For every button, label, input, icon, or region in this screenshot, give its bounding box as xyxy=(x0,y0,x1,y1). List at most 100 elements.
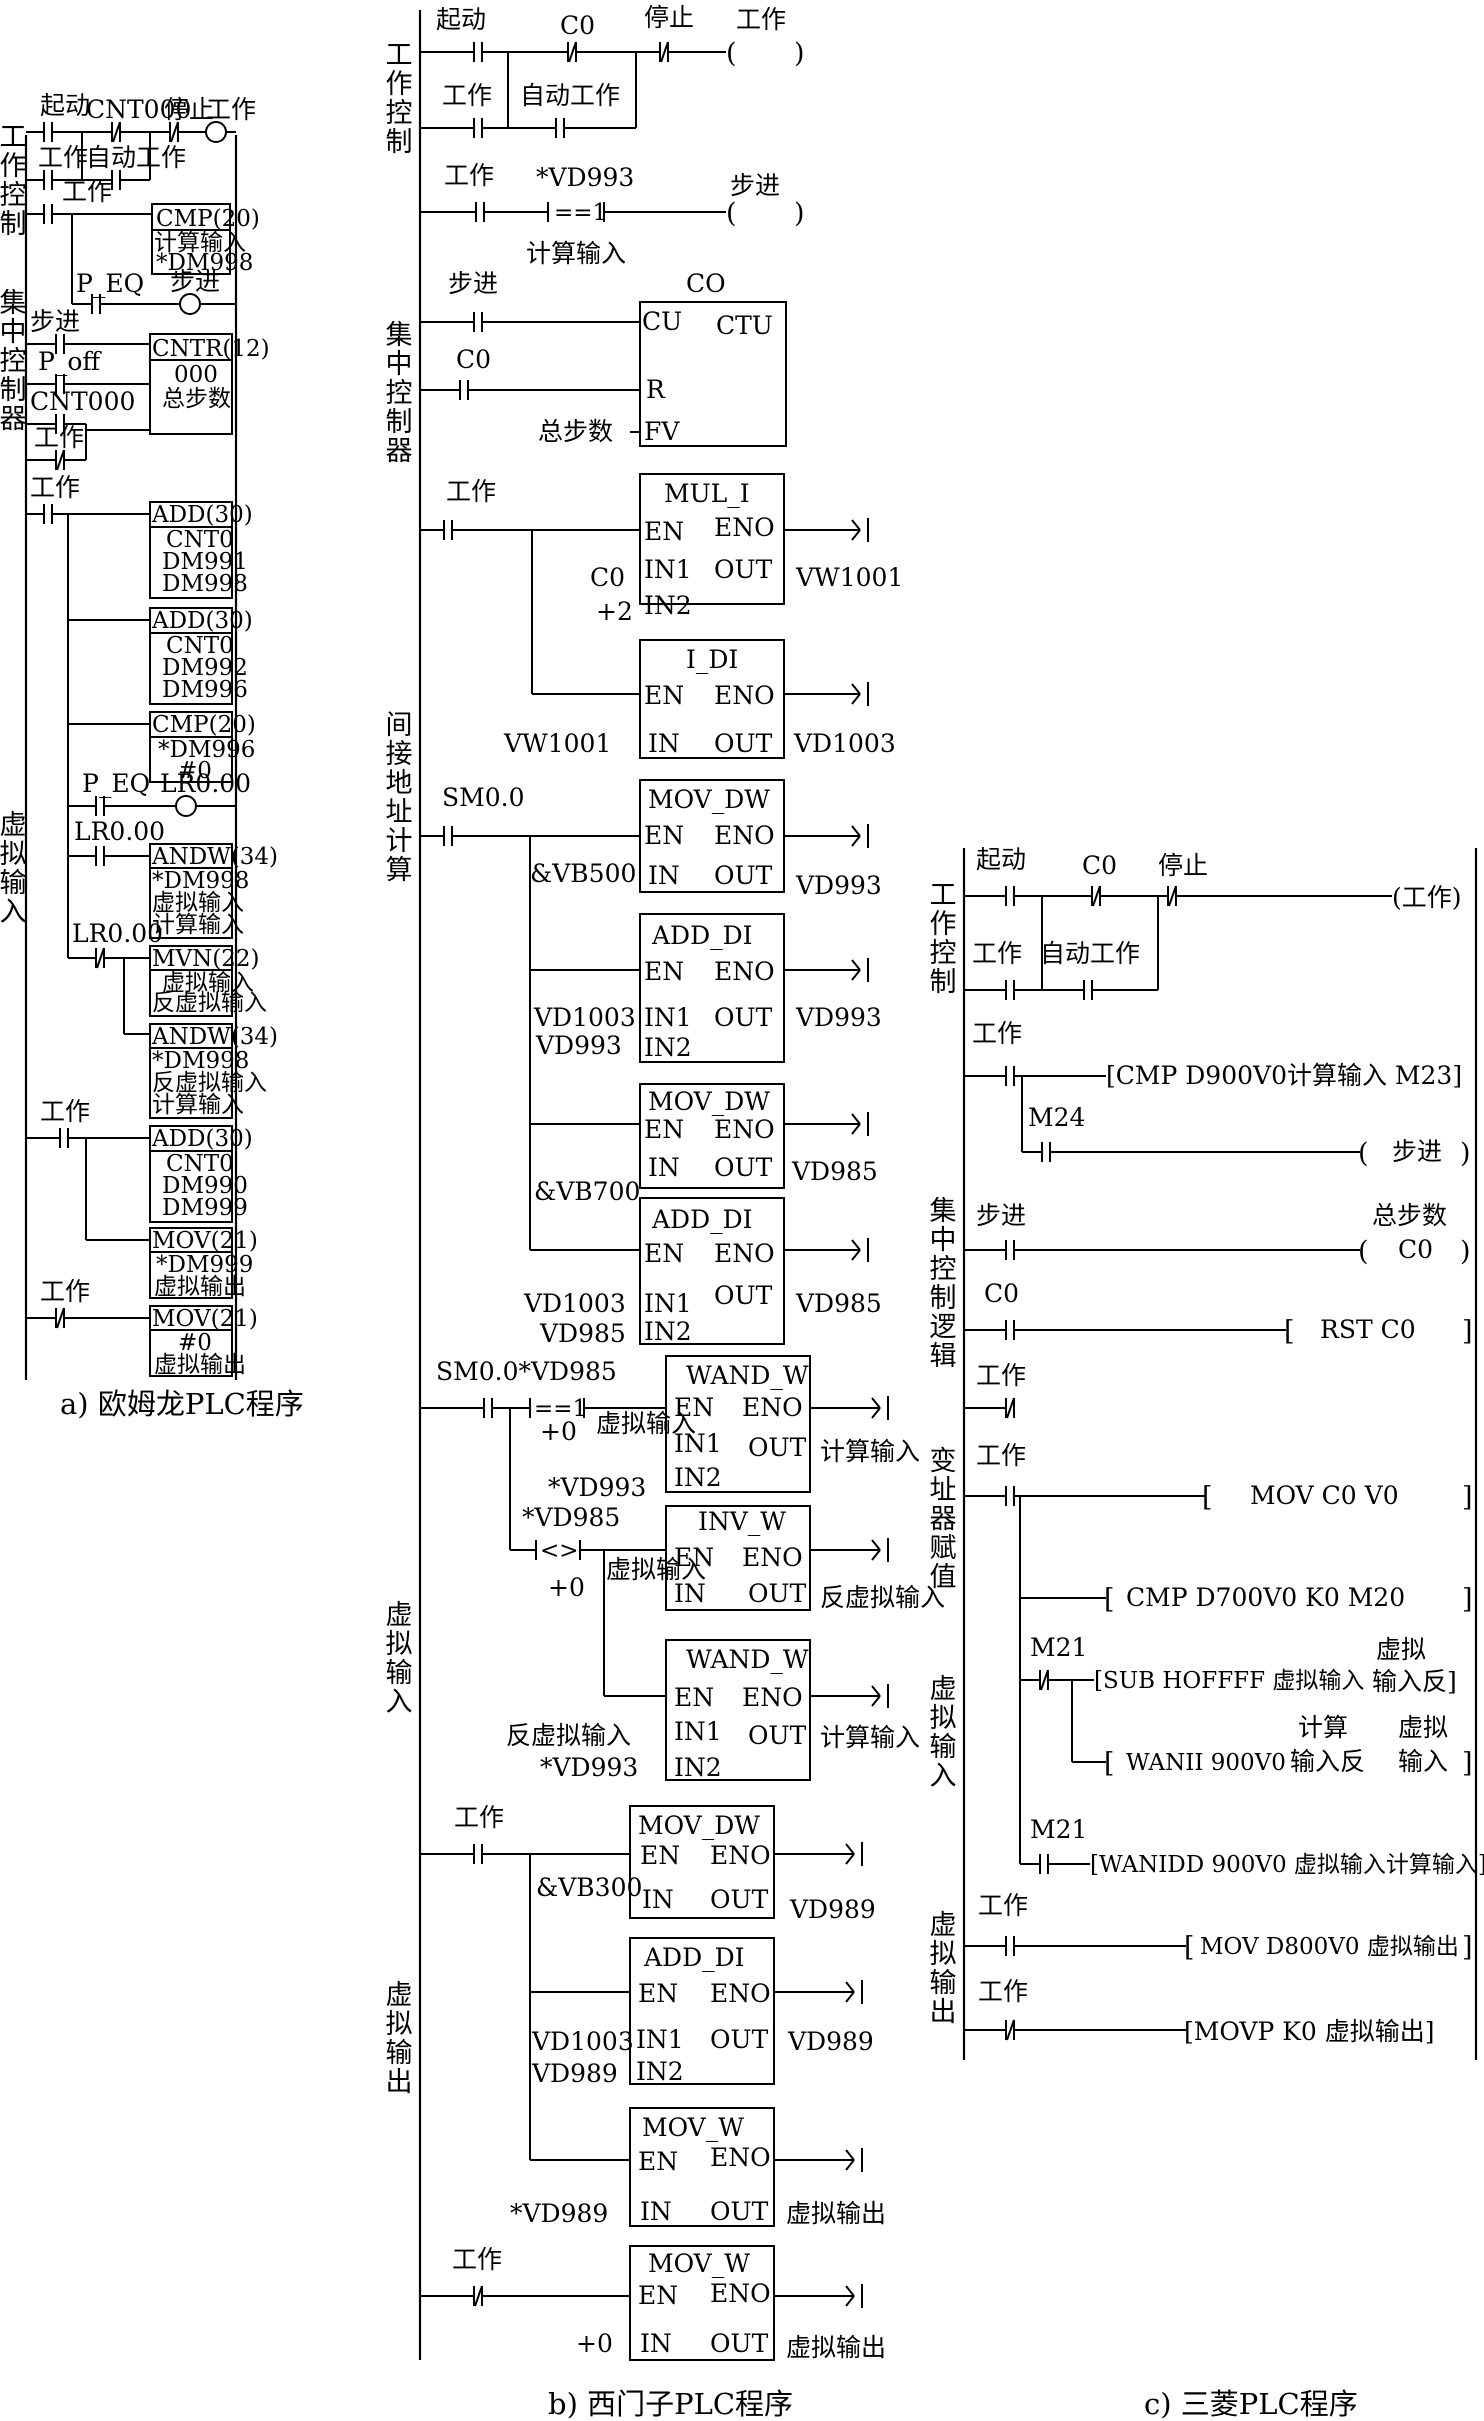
siemens-label-vb500: &VB500 xyxy=(530,859,636,888)
siemens-label-calc-input: 计算输入 xyxy=(526,239,626,268)
siemens-block-add-di3 xyxy=(629,1937,775,2085)
omron-label-start: 起动 xyxy=(40,91,90,120)
mitsubishi-label-work2: 工作 xyxy=(972,1019,1022,1048)
mitsubishi-sub-out1: 虚拟 xyxy=(1376,1635,1426,1664)
siemens-block-i-di xyxy=(639,639,785,759)
omron-block-mov2 xyxy=(149,1305,233,1377)
siemens-add-di2-title: ADD_DI xyxy=(651,1205,753,1234)
siemens-add-di1-in1: IN1 xyxy=(644,1003,692,1032)
omron-block-andw2 xyxy=(149,1023,233,1119)
omron-label-work4: 工作 xyxy=(30,473,80,502)
siemens-label-vb700: &VB700 xyxy=(534,1177,640,1206)
siemens-add-di2-in2: IN2 xyxy=(644,1317,692,1346)
siemens-label-vout-2: 虚拟输出 xyxy=(786,2333,886,2362)
siemens-add-di1-title: ADD_DI xyxy=(651,921,753,950)
siemens-label-plus0b: +0 xyxy=(548,1573,585,1602)
siemens-wand-w1-in1: IN1 xyxy=(674,1429,722,1458)
omron-andw2-op2: 反虚拟输入 xyxy=(152,1070,267,1096)
siemens-label-plus2: +2 xyxy=(596,597,633,626)
siemens-label-c0-reset: C0 xyxy=(456,345,491,374)
siemens-add-di2-in1: IN1 xyxy=(644,1289,692,1318)
omron-cmp2-op2: #0 xyxy=(178,758,212,784)
mitsubishi-wanii-a2: 输入反 xyxy=(1290,1747,1365,1776)
siemens-wand-w1-title: WAND_W xyxy=(686,1361,809,1390)
mitsubishi-instr-cmp2: CMP D700V0 K0 M20 xyxy=(1126,1583,1405,1612)
siemens-add-di1-out: OUT xyxy=(714,1003,773,1032)
omron-mov1-title: MOV(21) xyxy=(152,1228,258,1254)
mitsubishi-label-c0: C0 xyxy=(1082,851,1117,880)
mitsubishi-label-m24: M24 xyxy=(1028,1103,1085,1132)
caption-siemens: b) 西门子PLC程序 xyxy=(548,2387,793,2421)
siemens-label-auto-work: 自动工作 xyxy=(520,81,620,110)
siemens-mul-i-out: OUT xyxy=(714,555,773,584)
siemens-ctu-pin-fv: FV xyxy=(644,417,680,446)
siemens-label-calc-input-out2: 计算输入 xyxy=(820,1723,920,1752)
siemens-label-work4: 工作 xyxy=(454,1803,504,1832)
siemens-ctu-pin-r: R xyxy=(646,375,666,404)
omron-add3-op1: CNT0 xyxy=(166,1151,234,1177)
omron-add2-op2: DM992 xyxy=(162,655,248,681)
omron-label-step-coil: 步进 xyxy=(170,267,220,296)
mitsubishi-instr-movp: [MOVP K0 虚拟输出] xyxy=(1184,2017,1435,2046)
siemens-label-vd989-out1: VD989 xyxy=(789,1895,876,1924)
siemens-label-work3: 工作 xyxy=(446,477,496,506)
omron-block-mvn xyxy=(149,945,233,1017)
siemens-wand-w2-in2: IN2 xyxy=(674,1753,722,1782)
mitsubishi-wanii-open: [ xyxy=(1104,1748,1115,1779)
siemens-label-vw1001: VW1001 xyxy=(795,563,903,592)
omron-rung-virtual-output: 工作 ADD(30) CNT0 DM990 DM999 MOV(21) *DM9… xyxy=(26,1097,258,1300)
siemens-rung-counter: 步进 C0 总步数 CO CU CTU R FV xyxy=(420,269,787,447)
siemens-label-inv-vin-in: 反虚拟输入 xyxy=(506,1721,631,1750)
omron-label-stop: 停止 xyxy=(164,95,214,124)
mitsubishi-label-auto-work: 自动工作 xyxy=(1040,939,1140,968)
siemens-mov-dw2-in: IN xyxy=(648,1153,680,1182)
siemens-label-vd993-out1: VD993 xyxy=(795,871,882,900)
omron-add1-op3: DM998 xyxy=(162,571,248,597)
siemens-label-start: 起动 xyxy=(436,5,486,34)
omron-add2-op1: CNT0 xyxy=(166,633,234,659)
mitsubishi-rung-register: 工作 [ MOV C0 V0 ] [ CMP D700V0 K0 M20 ] M… xyxy=(964,1441,1484,1878)
caption-omron: a) 欧姆龙PLC程序 xyxy=(60,1387,304,1421)
siemens-label-sm00-vd985: SM0.0*VD985 xyxy=(436,1357,617,1386)
siemens-i-di-en: EN xyxy=(644,681,684,710)
omron-block-add2 xyxy=(149,607,233,705)
mitsubishi-rung-reset: C0 [ RST C0 ] xyxy=(964,1279,1473,1347)
mitsubishi-label-m21: M21 xyxy=(1030,1633,1087,1662)
omron-mov2-op1: #0 xyxy=(178,1330,212,1356)
siemens-mul-i-in2: IN2 xyxy=(644,591,692,620)
omron-add3-op3: DM999 xyxy=(162,1195,248,1221)
siemens-label-vd985-in2: VD985 xyxy=(539,1319,626,1348)
mitsubishi-label-step-coil: 步进 xyxy=(1392,1137,1442,1166)
omron-label-work-coil: 工作 xyxy=(206,95,256,124)
siemens-block-add-di2 xyxy=(639,1197,785,1345)
siemens-block-mov-dw3 xyxy=(629,1805,775,1919)
mitsubishi-instr-wanii: WANII 900V0 xyxy=(1126,1750,1286,1776)
siemens-add-di2-out: OUT xyxy=(714,1281,773,1310)
mitsubishi-cmp2-open: [ xyxy=(1104,1584,1115,1615)
siemens-i-di-eno: ENO xyxy=(714,681,775,710)
siemens-wand-w2-out: OUT xyxy=(748,1721,807,1750)
siemens-inv-w-en: EN xyxy=(674,1543,714,1572)
mitsubishi-wanii-a1: 计算 xyxy=(1298,1713,1348,1742)
omron-andw2-op1: *DM998 xyxy=(152,1048,249,1074)
omron-rung-work-control: 起动 CNT000 停止 工作 工作 自动工作 xyxy=(26,91,256,190)
siemens-i-di-out: OUT xyxy=(714,729,773,758)
mitsubishi-instr-mov: MOV C0 V0 xyxy=(1250,1481,1399,1510)
siemens-block-mul-i xyxy=(639,473,785,605)
siemens-add-di2-eno: ENO xyxy=(714,1239,775,1268)
mitsubishi-sub-out2: 输入反] xyxy=(1372,1667,1457,1696)
siemens-block-mov-dw2 xyxy=(639,1083,785,1189)
siemens-mov-dw3-title: MOV_DW xyxy=(638,1811,760,1840)
mitsubishi-label-start: 起动 xyxy=(976,845,1026,874)
siemens-rung-reset-output: 工作 MOV_W EN ENO IN OUT +0 虚拟输出 xyxy=(420,2245,886,2362)
siemens-inv-w-in: IN xyxy=(674,1579,706,1608)
omron-cmp1-op1: 计算输入 xyxy=(154,230,246,256)
siemens-mov-dw1-en: EN xyxy=(644,821,684,850)
siemens-mov-dw3-eno: ENO xyxy=(710,1841,771,1870)
omron-label-work6: 工作 xyxy=(40,1277,90,1306)
siemens-eq-compare2: ==1 xyxy=(534,1396,587,1422)
siemens-step-coil: ( xyxy=(726,198,737,229)
siemens-wand-w1-out: OUT xyxy=(748,1433,807,1462)
siemens-rung-virtual-output: 工作 MOV_DW EN ENO IN OUT &VB300 VD989 ADD… xyxy=(420,1803,886,2228)
siemens-neq-compare: <> xyxy=(540,1538,579,1564)
